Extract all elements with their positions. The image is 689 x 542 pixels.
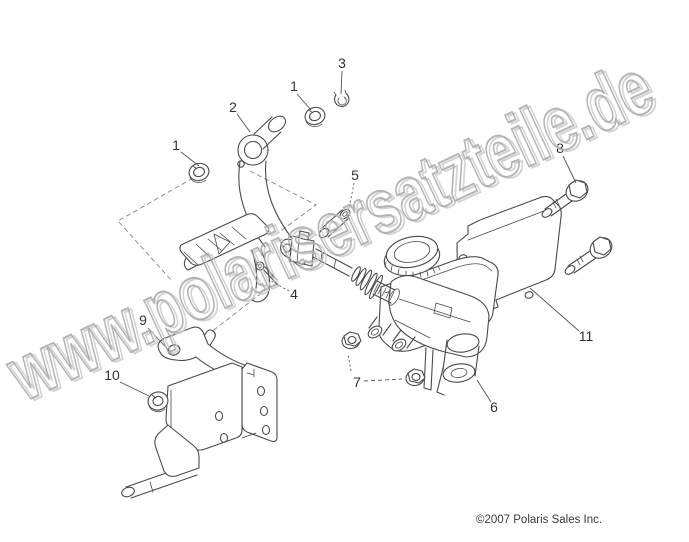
hex-bolt-part [541,179,589,218]
callout-6: 6 [490,399,498,415]
pivot-bushing-part [304,106,326,127]
callout-3: 3 [338,55,346,71]
callout-8: 8 [556,140,564,156]
mount-bracket-part [121,326,278,499]
callouts-layer: 1 2 1 3 5 4 7 6 8 11 9 10 [104,55,593,415]
hex-nut-part [341,331,362,350]
callout-9: 9 [139,312,147,328]
clevis-pin-part [318,208,351,239]
outlet-fitting-part [436,333,480,396]
watermark-text: www.polarisersatzteile.de [0,42,666,418]
callout-10: 10 [104,367,120,383]
callout-2: 2 [229,99,237,115]
pushrod-clevis-part [280,230,384,300]
callout-5: 5 [351,167,359,183]
leader-lines [119,70,580,403]
brake-pedal-part [179,115,299,303]
callout-11: 11 [579,328,594,344]
callout-7: 7 [353,374,361,390]
alignment-lines [117,170,317,337]
master-cylinder-part [367,235,499,391]
retaining-clip-part [333,89,350,107]
copyright-text: ©2007 Polaris Sales Inc. [476,514,602,526]
callout-1: 1 [172,137,180,153]
callout-4: 4 [290,286,298,302]
callout-1: 1 [290,78,298,94]
lower-bushing-part [147,391,169,413]
hex-nut-part [405,368,426,387]
hex-bolt-part [564,236,613,275]
